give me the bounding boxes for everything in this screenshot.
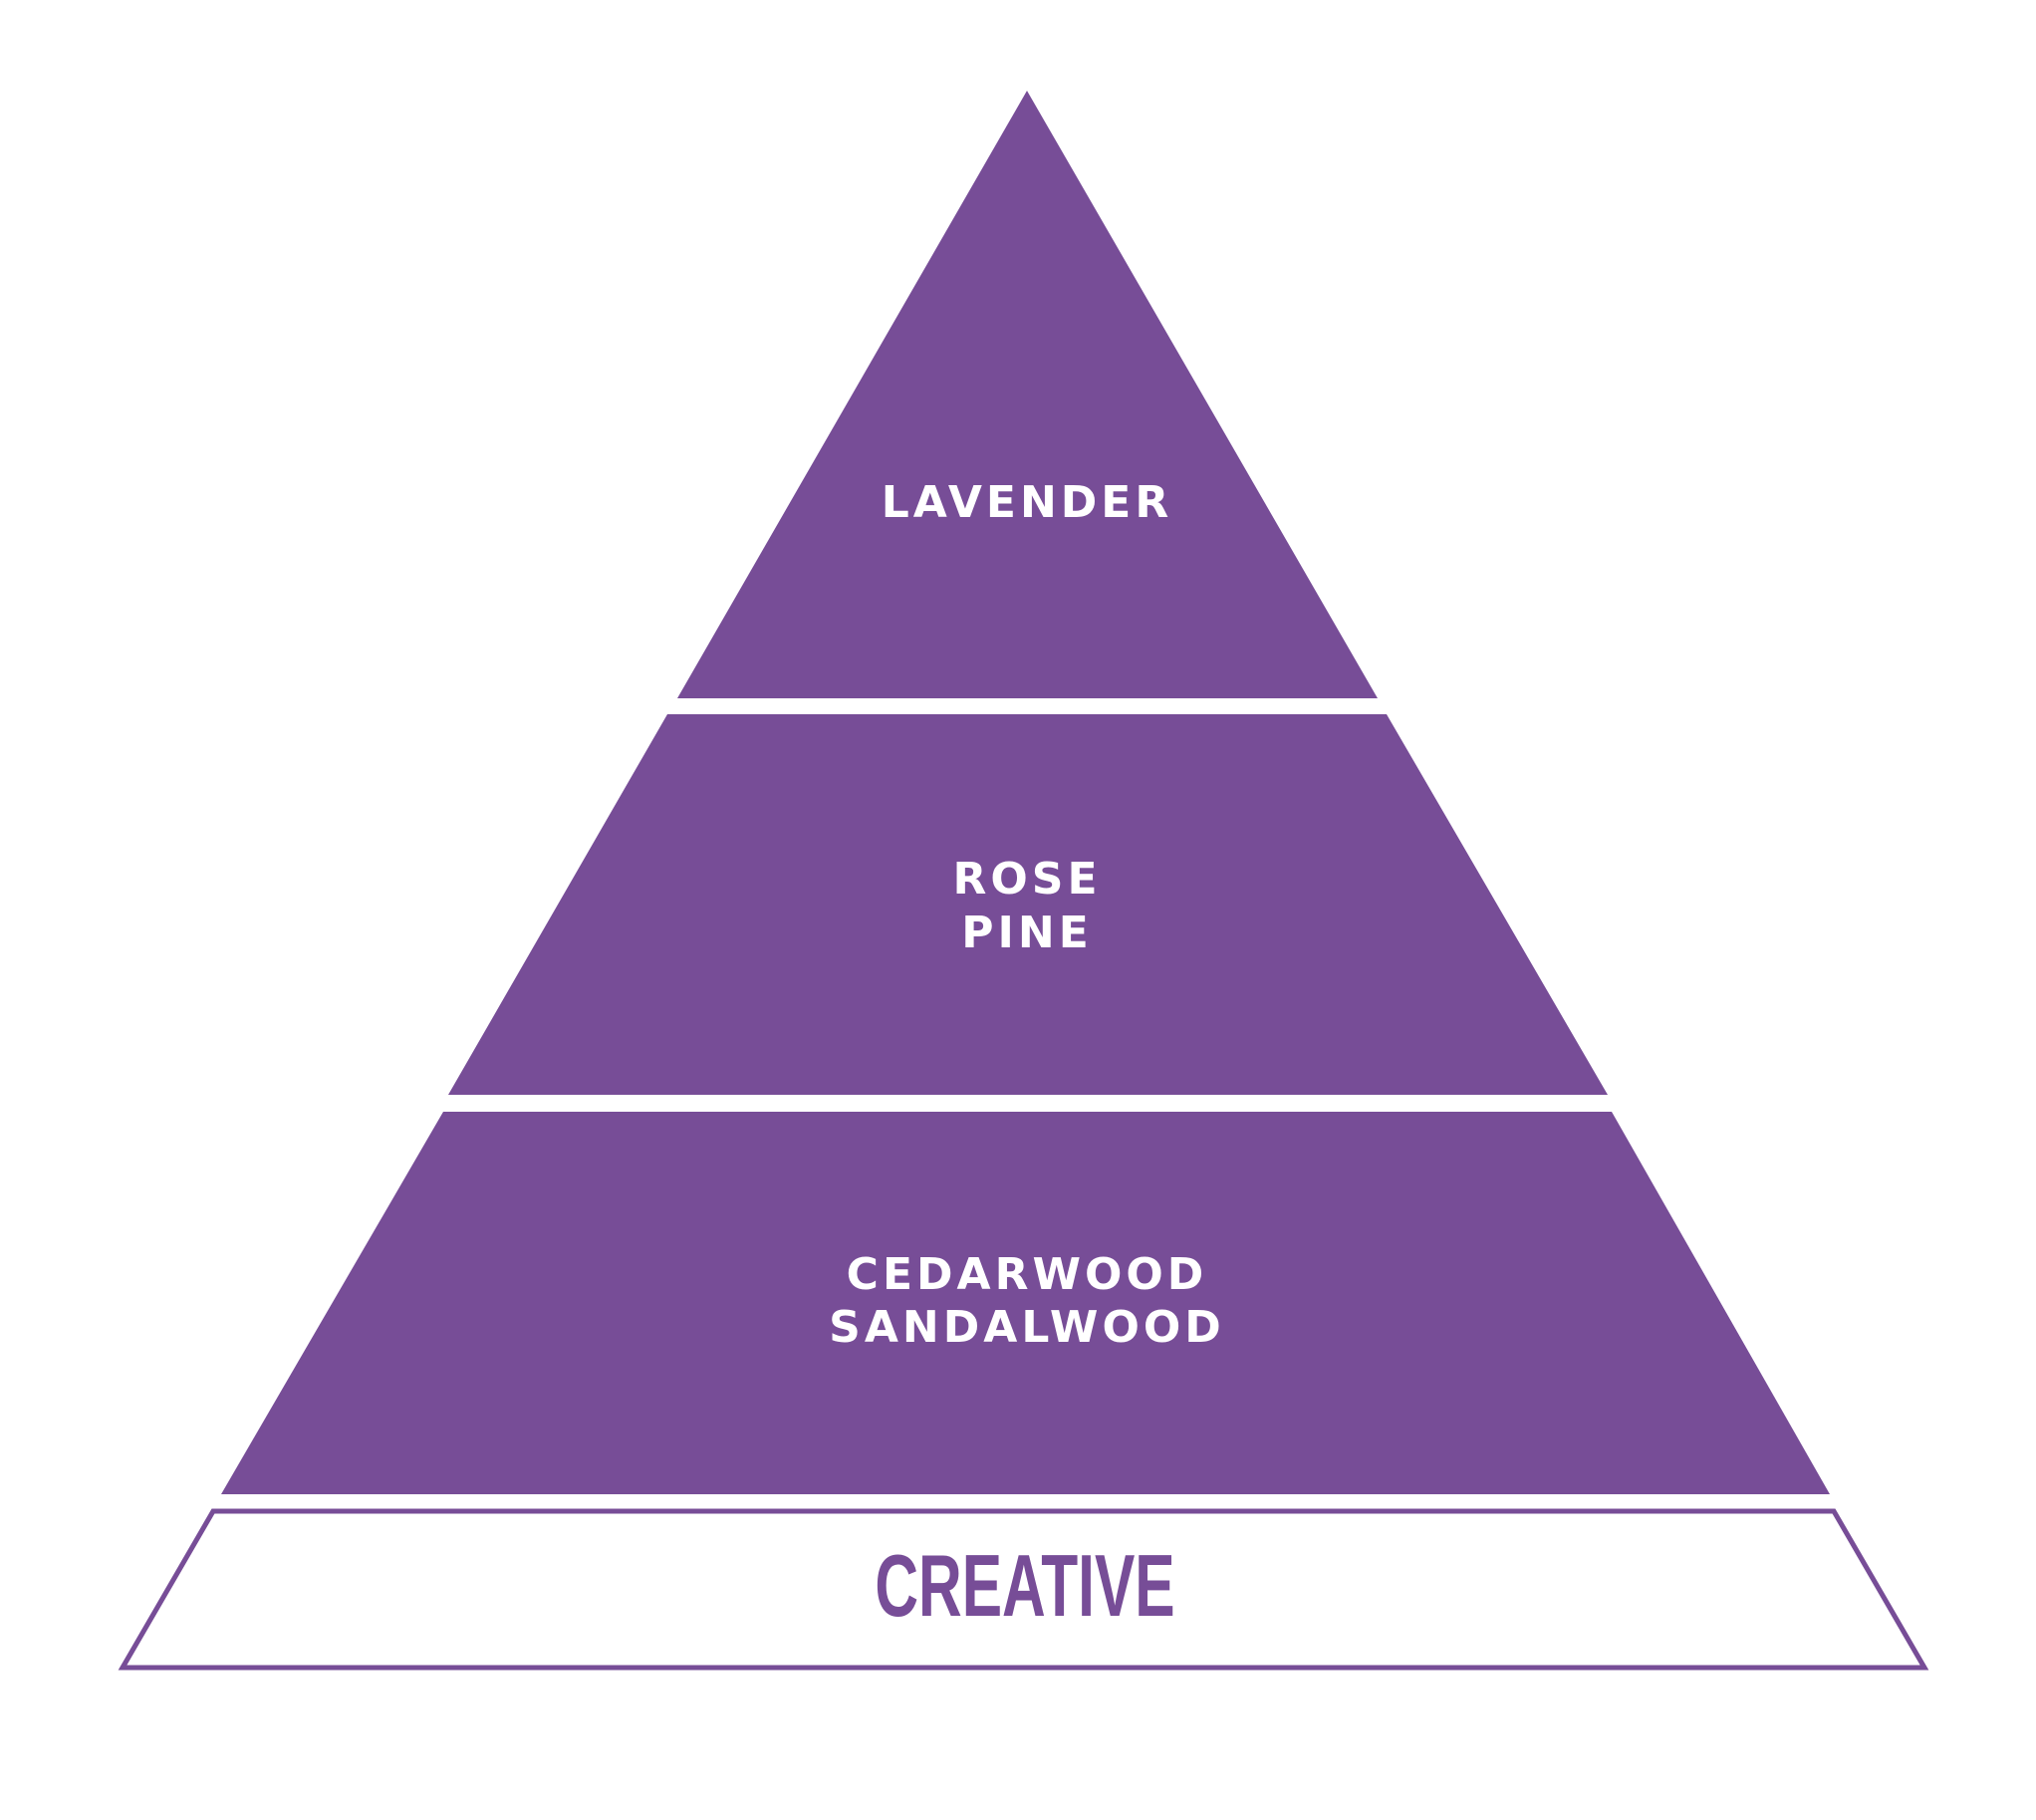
tier-bottom-label-2: SANDALWOOD [829,1302,1225,1353]
tier-bottom-label-1: CEDARWOOD [847,1249,1208,1300]
tier-top-label: LAVENDER [882,477,1173,528]
pyramid-tier-bottom [221,1112,1830,1494]
pyramid-tier-top [677,91,1378,698]
pyramid-base-outline [118,1508,1929,1671]
base-label: CREATIVE [875,1538,1174,1636]
tier-middle-label-1: ROSE [952,854,1101,905]
tier-middle-label-2: PINE [961,908,1093,958]
pyramid-tier-middle [448,714,1608,1095]
